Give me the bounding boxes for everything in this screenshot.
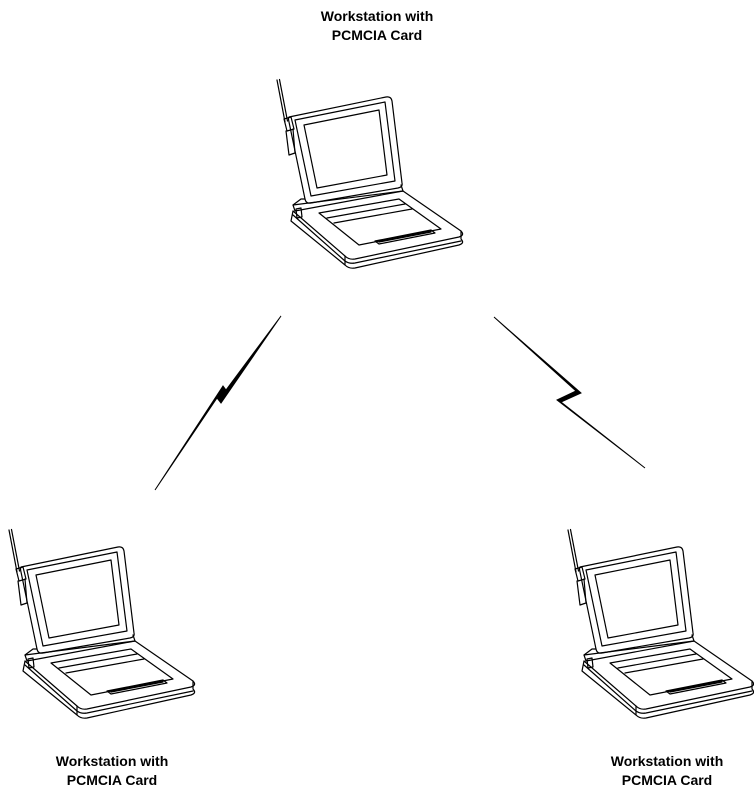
workstation-label-line2: PCMCIA Card	[331, 27, 423, 43]
workstation-label-line2: PCMCIA Card	[621, 772, 713, 788]
workstation-label-right: Workstation with PCMCIA Card	[547, 752, 754, 790]
workstation-label-line1: Workstation with	[320, 8, 434, 24]
workstation-label-left: Workstation with PCMCIA Card	[0, 752, 232, 790]
workstation-label-line1: Workstation with	[610, 753, 724, 769]
wireless-link-right-icon	[493, 316, 646, 469]
wireless-link-left-icon	[154, 315, 282, 491]
workstation-label-line2: PCMCIA Card	[66, 772, 158, 788]
workstation-label-line1: Workstation with	[55, 753, 169, 769]
workstation-label-top: Workstation with PCMCIA Card	[257, 7, 497, 45]
